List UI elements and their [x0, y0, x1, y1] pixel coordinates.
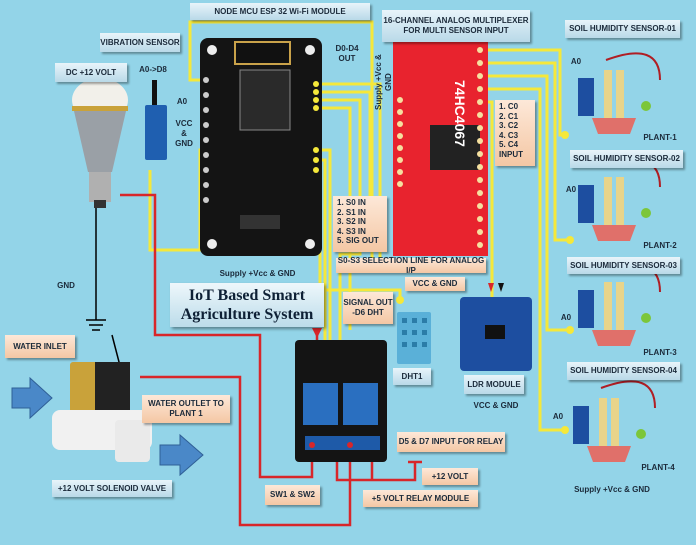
- s-input-item: 1. S0 IN: [337, 198, 366, 207]
- dht1-label: DHT1: [393, 368, 431, 385]
- ground-symbol: [86, 205, 106, 331]
- vibration-sensor: [145, 80, 167, 160]
- dht-sensor: [397, 312, 431, 364]
- ldr-module: [460, 283, 532, 371]
- page-title-line: Agriculture System: [180, 306, 314, 323]
- c-input-item: 3. C2: [499, 121, 519, 131]
- s-input-item: 3. S2 IN: [337, 217, 366, 227]
- c-input-item: 2. C1: [499, 111, 519, 121]
- page-title-line: IoT Based Smart: [188, 286, 306, 304]
- a0-label: A0: [176, 97, 188, 106]
- plant-3-label: PLANT-3: [643, 348, 677, 357]
- v12-label: +12 VOLT: [422, 468, 478, 485]
- ldr-label: LDR MODULE: [464, 375, 524, 394]
- supply-mux-label: Supply +Vcc & GND: [374, 54, 393, 111]
- gnd-label: GND: [57, 281, 75, 290]
- vcc-gnd-ldr-label: VCC & GND: [473, 401, 519, 410]
- c-input-item: 1. C0: [499, 102, 519, 111]
- selection-line-label: S0-S3 SELECTION LINE FOR ANALOG I/P: [336, 255, 486, 275]
- relay-module-label: +5 VOLT RELAY MODULE: [363, 490, 478, 507]
- vcc-gnd-vibration-label: VCC & GND: [175, 119, 193, 148]
- dc12-label: DC +12 VOLT: [55, 63, 127, 82]
- power-wires: [120, 193, 422, 527]
- soil-sensor-4-label: SOIL HUMIDITY SENSOR-04: [567, 362, 680, 380]
- s-input-item: 4. S3 IN: [337, 226, 366, 236]
- soil-1-pin-label: A0: [570, 57, 582, 66]
- d0-d4-label: D0-D4 OUT: [335, 44, 359, 63]
- s-input-item: 5. SIG OUT: [337, 236, 379, 246]
- soil-sensors: [573, 52, 661, 462]
- signal-out-label: SIGNAL OUT -D6 DHT: [343, 292, 393, 324]
- c-input-item: 5. C4: [499, 140, 519, 150]
- soil-sensor-1-label: SOIL HUMIDITY SENSOR-01: [565, 20, 680, 38]
- s-input-item: 2. S1 IN: [337, 207, 366, 217]
- water-inlet-label: WATER INLET: [5, 335, 75, 358]
- water-outlet-label: WATER OUTLET TO PLANT 1: [142, 395, 230, 423]
- outlet-arrow-icon: [159, 433, 204, 477]
- wire-a0-mux: [188, 20, 374, 258]
- supply-mcu-label: Supply +Vcc & GND: [219, 269, 296, 278]
- nodemcu-label: NODE MCU ESP 32 Wi-Fi MODULE: [190, 3, 370, 20]
- relay-module: [295, 328, 387, 462]
- sw-label: SW1 & SW2: [265, 485, 320, 505]
- solenoid-valve: [52, 362, 152, 462]
- soil-4-pin-label: A0: [552, 412, 564, 421]
- inlet-arrow-icon: [11, 376, 53, 420]
- soil-sensor-3-label: SOIL HUMIDITY SENSOR-03: [567, 257, 680, 274]
- multiplexer-board: [393, 42, 488, 256]
- flow-arrows: [11, 376, 204, 477]
- supply-soil-label: Supply +Vcc & GND: [574, 485, 650, 494]
- plant-4-label: PLANT-4: [641, 463, 675, 472]
- soil-2-pin-label: A0: [565, 185, 577, 194]
- plant-1-label: PLANT-1: [643, 133, 677, 142]
- valve-label: +12 VOLT SOLENOID VALVE: [52, 480, 172, 497]
- c-input-item: 4. C3: [499, 130, 519, 140]
- relay-input-label: D5 & D7 INPUT FOR RELAY: [397, 432, 505, 452]
- soil-sensor-2-label: SOIL HUMIDITY SENSOR-02: [570, 150, 683, 168]
- mux-label: 16-CHANNEL ANALOG MULTIPLEXER FOR MULTI …: [382, 10, 530, 42]
- plant-2-label: PLANT-2: [643, 241, 677, 250]
- led-bulb: [72, 78, 128, 208]
- vibration-label: VIBRATION SENSOR: [100, 33, 180, 52]
- vcc-gnd-dht-label: VCC & GND: [405, 277, 465, 291]
- soil-3-pin-label: A0: [560, 313, 572, 322]
- nodemcu-board: [200, 38, 322, 256]
- mux-chip-label: 74HC4067: [452, 80, 468, 147]
- c-input-item: INPUT: [499, 149, 523, 159]
- a0-d8-label: A0->D8: [139, 65, 167, 74]
